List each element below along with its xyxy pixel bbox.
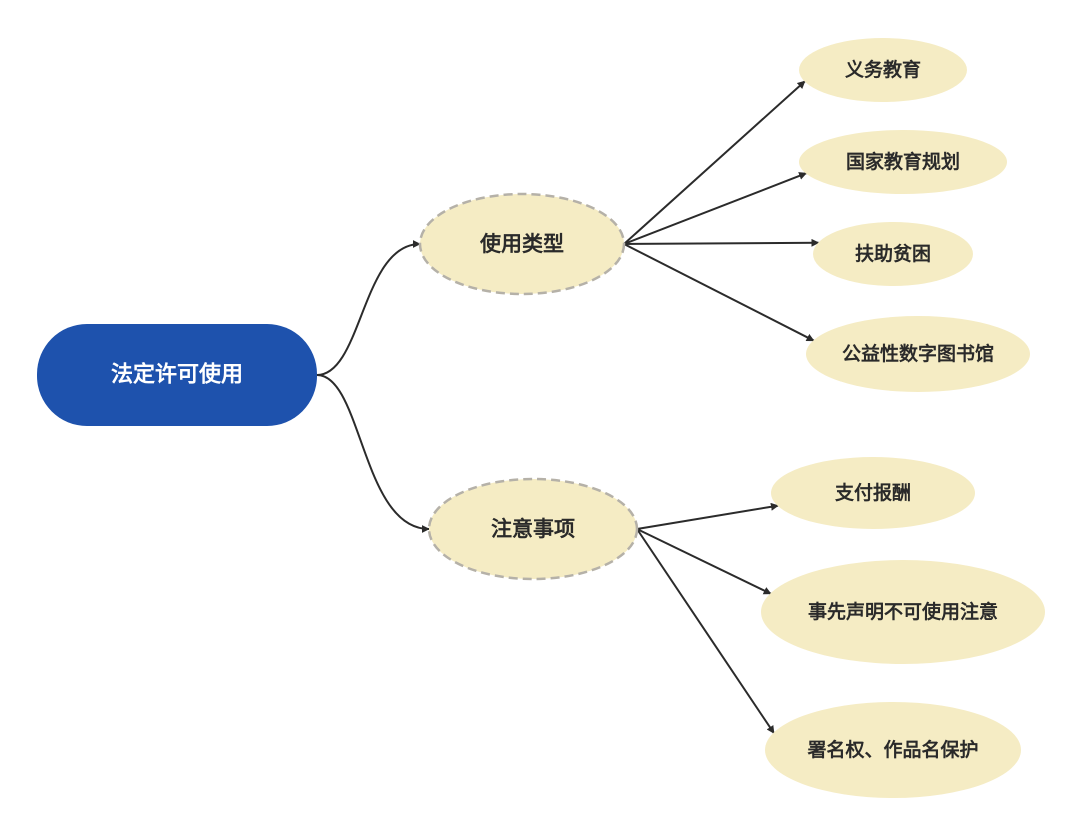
edge-branch-leaf (623, 243, 815, 342)
leaf-node[interactable]: 署名权、作品名保护 (765, 702, 1021, 798)
leaf-node-label: 公益性数字图书馆 (842, 342, 994, 365)
edge-branch-leaf (623, 172, 808, 245)
edge-root-branch (316, 374, 430, 533)
branch-node-label: 使用类型 (479, 232, 564, 256)
leaf-node-shape (813, 222, 973, 286)
leaf-node-shape (761, 560, 1045, 664)
leaf-node-shape (771, 457, 975, 529)
leaf-node[interactable]: 国家教育规划 (799, 130, 1007, 194)
edge-branch-leaf (636, 502, 779, 530)
branch-node[interactable]: 注意事项 (427, 477, 639, 581)
leaf-node-shape (799, 130, 1007, 194)
branch-node-shape (418, 192, 626, 296)
edge-root-branch (316, 240, 421, 376)
edge-branch-leaf (623, 80, 806, 245)
leaf-node-label: 署名权、作品名保护 (807, 738, 978, 761)
leaf-node[interactable]: 公益性数字图书馆 (806, 316, 1030, 392)
root-label: 法定许可使用 (111, 362, 243, 388)
leaf-node[interactable]: 扶助贫困 (813, 222, 973, 286)
branch-node-shape (427, 477, 639, 581)
leaf-node[interactable]: 支付报酬 (771, 457, 975, 529)
leaf-node-shape (765, 702, 1021, 798)
leaf-node-label: 扶助贫困 (855, 242, 931, 265)
leaf-node-shape (806, 316, 1030, 392)
leaf-node[interactable]: 义务教育 (799, 38, 967, 102)
edge-branch-leaf (636, 528, 775, 734)
edge-branch-leaf (623, 238, 820, 247)
root-node[interactable]: 法定许可使用 (37, 324, 317, 426)
leaf-node-label: 义务教育 (845, 58, 921, 81)
leaf-node[interactable]: 事先声明不可使用注意 (761, 560, 1045, 664)
branch-node-label: 注意事项 (491, 517, 575, 541)
leaf-node-label: 支付报酬 (834, 481, 911, 504)
leaf-node-label: 国家教育规划 (846, 150, 960, 173)
leaf-node-label: 事先声明不可使用注意 (808, 600, 998, 623)
edge-branch-leaf (636, 528, 772, 595)
leaf-node-shape (799, 38, 967, 102)
branch-node[interactable]: 使用类型 (418, 192, 626, 296)
